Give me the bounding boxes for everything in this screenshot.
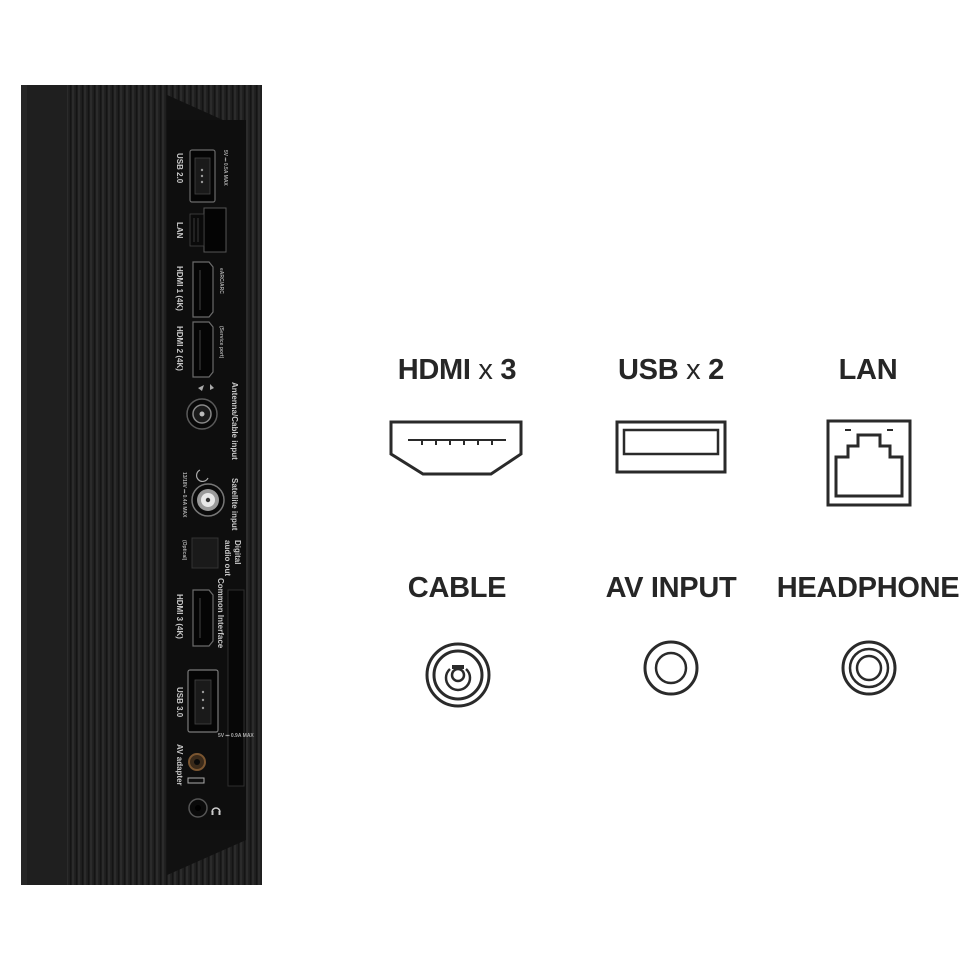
usb-port-icon	[615, 420, 727, 474]
coax-port-icon	[425, 642, 491, 708]
usb-count-title: USB x 2	[571, 354, 771, 387]
hdmi-port-icon	[389, 420, 523, 476]
lan-title: LAN	[838, 354, 898, 386]
digital-audio-sub: (Optical)	[181, 540, 187, 561]
headphone-jack-icon	[841, 640, 897, 696]
usb30-spec: 5V ⎓ 0.9A MAX	[218, 733, 254, 739]
usb20-spec: 5V ⎓ 0.5A MAX	[222, 150, 228, 186]
usb-name: USB	[618, 354, 679, 386]
hdmi3-label: HDMI 3 (4K)	[175, 594, 184, 639]
headphone-title: HEADPHONE	[776, 572, 960, 604]
common-interface-label: Common Interface	[216, 578, 225, 649]
hdmi-count: 3	[500, 354, 517, 386]
av-adapter-label: AV adapter	[175, 744, 184, 786]
av-input-title: AV INPUT	[605, 572, 737, 604]
av-jack-icon	[643, 640, 699, 696]
lan-port-icon	[826, 419, 912, 507]
headphone-symbol-icon	[211, 807, 221, 813]
usb30-label: USB 3.0	[175, 687, 184, 718]
usb20-label: USB 2.0	[175, 153, 184, 184]
lan-label: LAN	[175, 222, 184, 239]
hdmi-multiplier: x	[478, 354, 493, 386]
antenna-label: Antenna/Cable input	[230, 382, 239, 460]
digital-audio-label-2: audio out	[223, 540, 232, 576]
digital-audio-label: Digital	[233, 540, 242, 565]
hdmi1-label: HDMI 1 (4K)	[175, 266, 184, 311]
satellite-spec: 13/18V ⎓ 0.4A MAX	[181, 472, 187, 518]
cable-title: CABLE	[407, 572, 507, 604]
usb-count: 2	[708, 354, 724, 386]
hdmi1-sub: eARC/ARC	[218, 268, 224, 294]
usb-multiplier: x	[686, 354, 701, 386]
hdmi2-sub: (Service port)	[218, 326, 224, 359]
hdmi-count-title: HDMI x 3	[357, 354, 557, 387]
hdmi-name: HDMI	[397, 354, 471, 386]
satellite-label: Satellite input	[230, 478, 239, 531]
hdmi2-label: HDMI 2 (4K)	[175, 326, 184, 371]
